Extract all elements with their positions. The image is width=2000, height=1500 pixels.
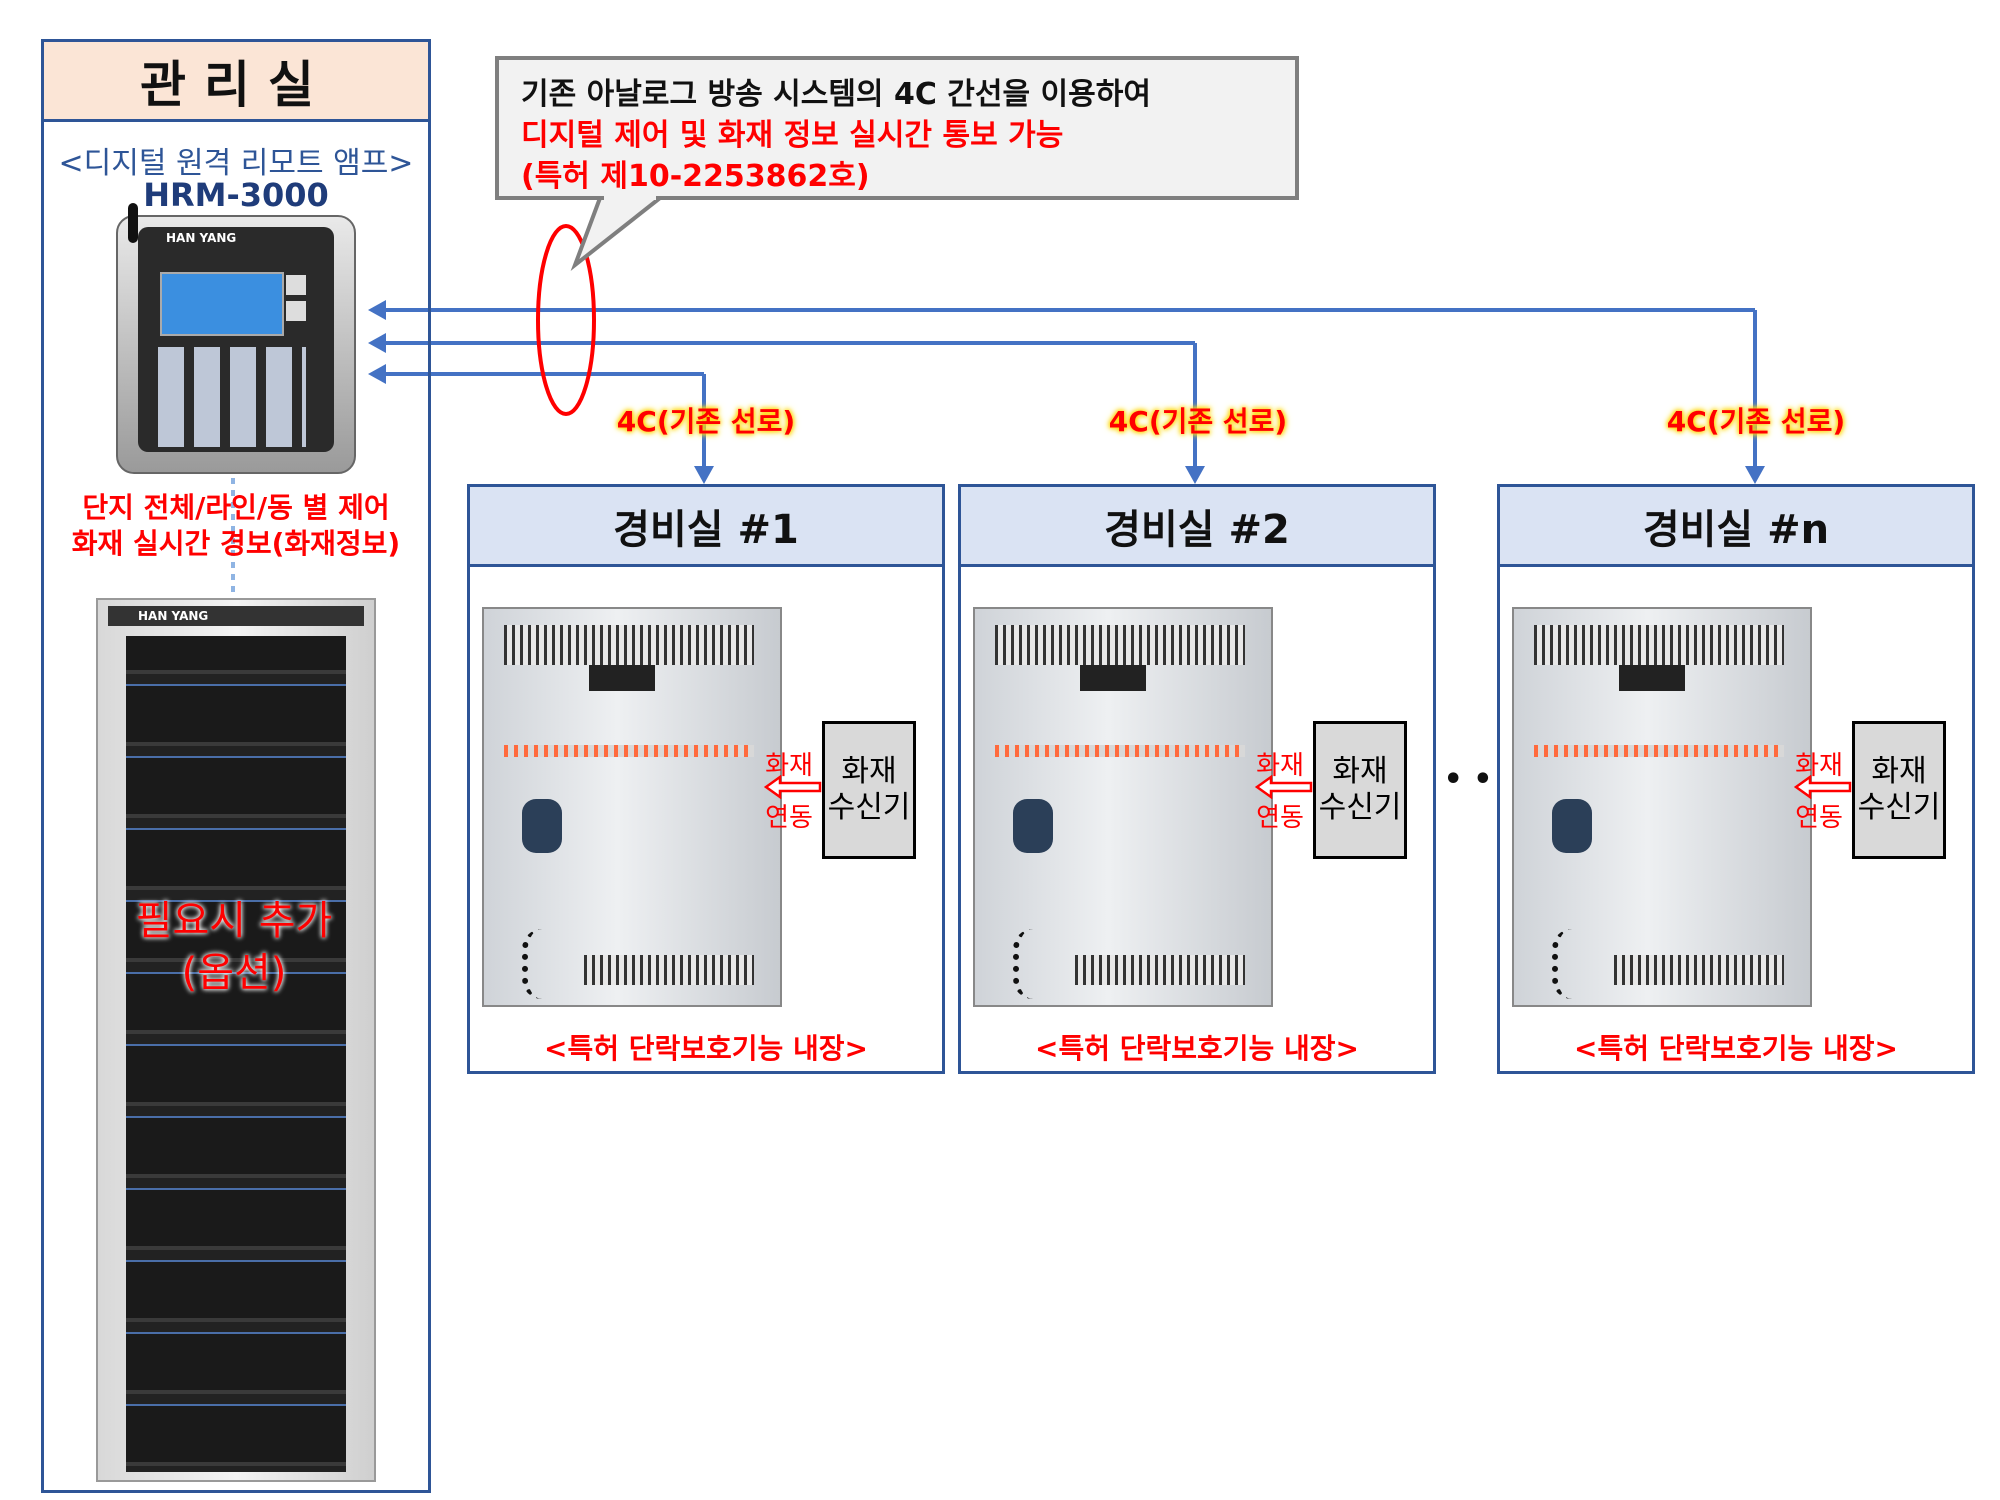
broadcast-amp-cabinet xyxy=(482,607,782,1007)
zone-led-row xyxy=(1534,745,1784,757)
fire-link-arrow-icon xyxy=(1254,775,1313,799)
patent-note: <특허 단락보호기능 내장> xyxy=(543,1032,869,1065)
management-room-title: 관리실 xyxy=(44,42,428,122)
arrowhead-remote-1 xyxy=(368,300,386,320)
device-model: HRM-3000 xyxy=(143,176,329,214)
fire-receiver-box: 화재 수신기 xyxy=(822,721,916,859)
callout-line3: (특허 제10-2253862호) xyxy=(521,159,870,194)
broadcast-amp-cabinet xyxy=(1512,607,1812,1007)
fire-receiver-box: 화재 수신기 xyxy=(1313,721,1407,859)
fire-receiver-line2: 수신기 xyxy=(827,790,911,825)
fire-link-top: 화재 xyxy=(1256,751,1304,781)
rack-option-label: 필요시 추가 (옵션) xyxy=(96,895,372,999)
guard-room-n-title: 경비실 #n xyxy=(1500,487,1972,567)
up-button[interactable] xyxy=(286,275,306,295)
guard-room-2-title: 경비실 #2 xyxy=(961,487,1433,567)
device-keypad[interactable] xyxy=(158,347,306,447)
fire-link-bottom: 연동 xyxy=(765,803,813,833)
arrowhead-guard-n xyxy=(1745,466,1765,484)
zone-led-row xyxy=(504,745,754,757)
fire-receiver-line1: 화재 xyxy=(841,754,897,789)
callout-line2: 디지털 제어 및 화재 정보 실시간 통보 가능 xyxy=(521,118,1064,153)
arrowhead-remote-2 xyxy=(368,333,386,353)
down-button[interactable] xyxy=(286,301,306,321)
fire-link-arrow-icon xyxy=(763,775,822,799)
patent-note: <특허 단락보호기능 내장> xyxy=(1034,1032,1360,1065)
rack-equipment-stack xyxy=(126,636,346,1472)
mic-cord xyxy=(522,929,574,999)
vent-grille xyxy=(504,625,754,665)
wire-highlight-ellipse xyxy=(536,224,596,416)
patent-note: <특허 단락보호기능 내장> xyxy=(1573,1032,1899,1065)
bottom-vent-grille xyxy=(1614,955,1784,985)
display-panel xyxy=(1619,665,1685,691)
control-description-1: 단지 전체/라인/동 별 제어 xyxy=(82,491,390,524)
arrowhead-remote-3 xyxy=(368,364,386,384)
vent-grille xyxy=(995,625,1245,665)
fire-receiver-line1: 화재 xyxy=(1332,754,1388,789)
callout-line1: 기존 아날로그 방송 시스템의 4C 간선을 이용하여 xyxy=(521,77,1151,112)
rack-cabinet: HAN YANG xyxy=(96,598,376,1482)
line-label-1: 4C(기존 선로) xyxy=(616,405,796,438)
fire-receiver-line2: 수신기 xyxy=(1857,790,1941,825)
guard-room-n: 경비실 #n 화재 연동 화재 수신기 <특허 단락보호기능 내장> xyxy=(1497,484,1975,1074)
fire-link-bottom: 연동 xyxy=(1256,803,1304,833)
line-label-n: 4C(기존 선로) xyxy=(1666,405,1846,438)
rack-option-line1: 필요시 추가 xyxy=(135,898,333,944)
zone-led-row xyxy=(995,745,1245,757)
fire-link-arrow-icon xyxy=(1793,775,1852,799)
display-panel xyxy=(1080,665,1146,691)
device-caption: <디지털 원격 리모트 앰프> xyxy=(58,146,414,181)
mic-gooseneck-icon xyxy=(128,203,138,243)
bottom-vent-grille xyxy=(1075,955,1245,985)
mic-cord xyxy=(1013,929,1065,999)
device-brand: HAN YANG xyxy=(166,231,237,245)
control-description-2: 화재 실시간 경보(화재정보) xyxy=(71,527,401,560)
mic-cord xyxy=(1552,929,1604,999)
display-panel xyxy=(589,665,655,691)
bottom-vent-grille xyxy=(584,955,754,985)
line-label-2: 4C(기존 선로) xyxy=(1108,405,1288,438)
guard-room-1: 경비실 #1 화재 연동 화재 수신기 <특허 단락보호기능 내장> xyxy=(467,484,945,1074)
wire-to-guard-n xyxy=(372,308,1757,470)
wire-to-guard-2 xyxy=(372,341,1197,470)
management-room-panel xyxy=(41,39,431,1493)
wire-to-guard-1 xyxy=(372,372,706,470)
rack-brand: HAN YANG xyxy=(108,606,364,626)
rack-option-line2: (옵션) xyxy=(181,950,287,996)
arrowhead-guard-2 xyxy=(1185,466,1205,484)
more-rooms-ellipsis: • • xyxy=(1443,762,1493,797)
callout-pointer xyxy=(570,196,662,271)
microphone-icon xyxy=(1013,799,1053,853)
fire-link-bottom: 연동 xyxy=(1795,803,1843,833)
arrowhead-guard-1 xyxy=(694,466,714,484)
broadcast-amp-cabinet xyxy=(973,607,1273,1007)
callout-pointer-joint xyxy=(604,194,656,200)
guard-room-1-title: 경비실 #1 xyxy=(470,487,942,567)
device-lcd-screen xyxy=(160,272,284,336)
fire-link-top: 화재 xyxy=(765,751,813,781)
callout-box: 기존 아날로그 방송 시스템의 4C 간선을 이용하여 디지털 제어 및 화재 … xyxy=(495,56,1299,200)
microphone-icon xyxy=(1552,799,1592,853)
fire-link-top: 화재 xyxy=(1795,751,1843,781)
microphone-icon xyxy=(522,799,562,853)
guard-room-2: 경비실 #2 화재 연동 화재 수신기 <특허 단락보호기능 내장> xyxy=(958,484,1436,1074)
fire-receiver-line1: 화재 xyxy=(1871,754,1927,789)
remote-amp-device: HAN YANG xyxy=(116,203,356,474)
fire-receiver-line2: 수신기 xyxy=(1318,790,1402,825)
fire-receiver-box: 화재 수신기 xyxy=(1852,721,1946,859)
vent-grille xyxy=(1534,625,1784,665)
